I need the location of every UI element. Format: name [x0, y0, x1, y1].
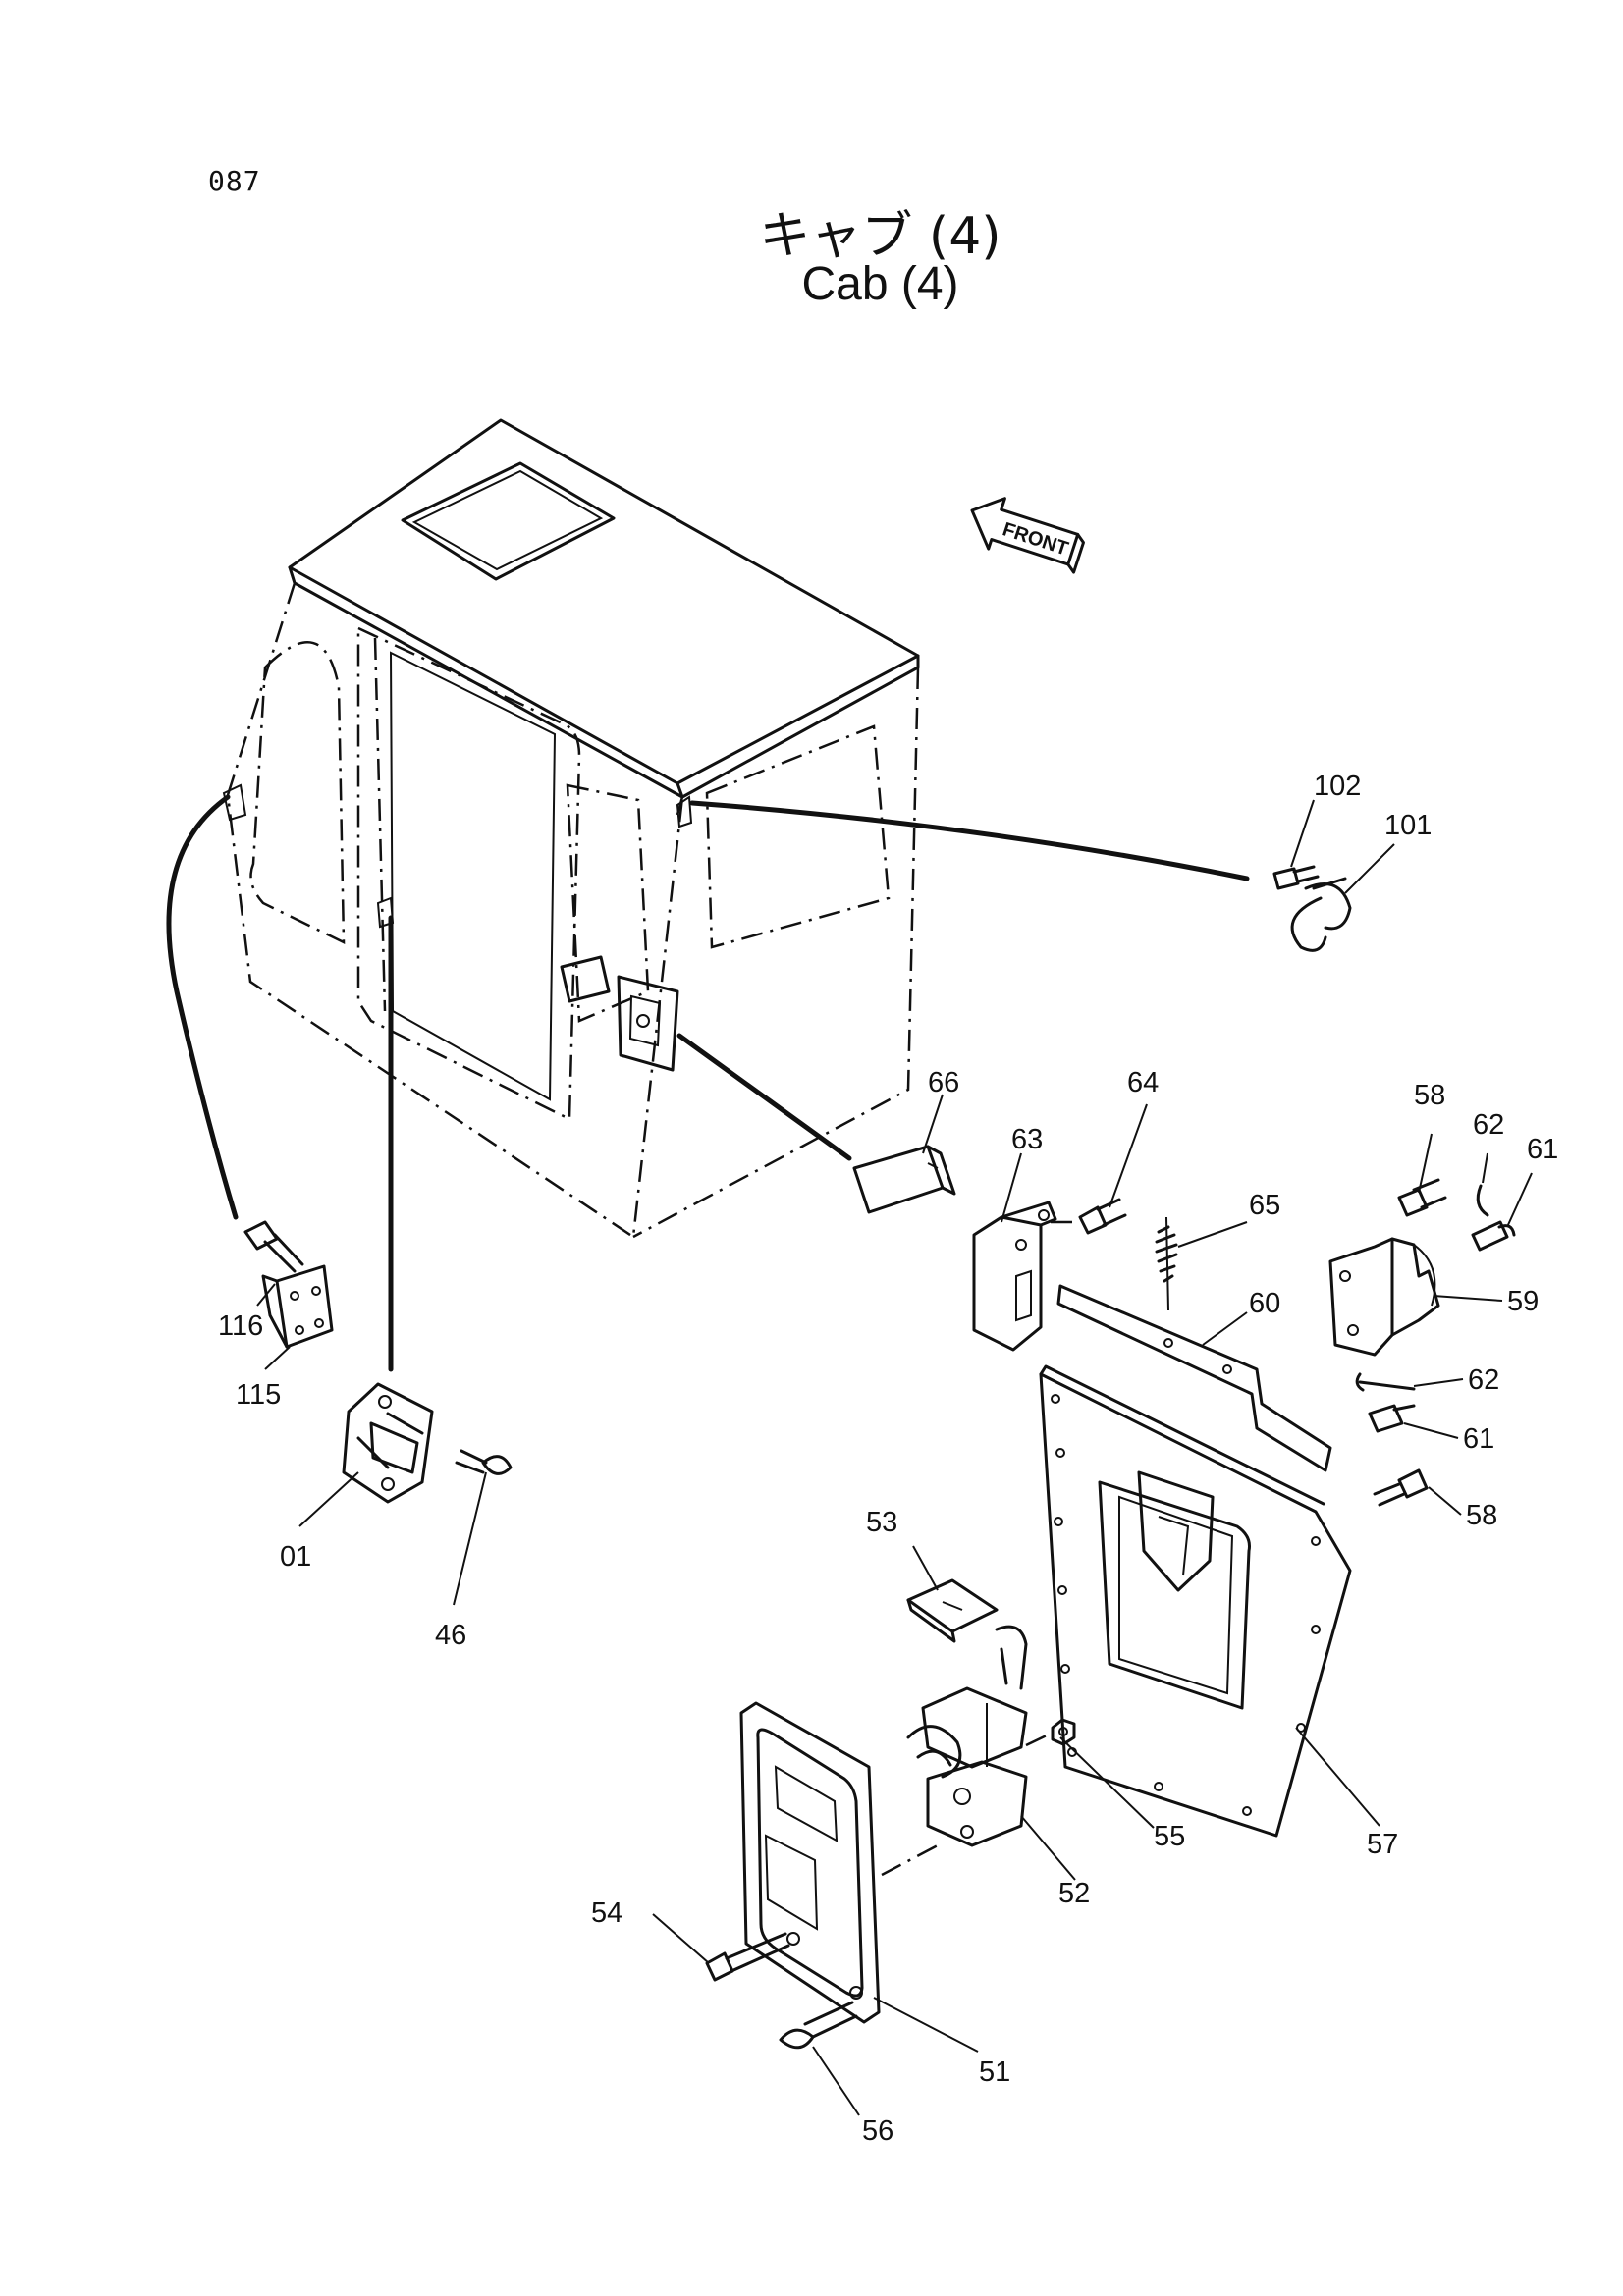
page-code: 087 — [208, 165, 261, 197]
front-direction-arrow: FRONT — [970, 497, 1085, 574]
label-60: 60 — [1249, 1288, 1280, 1319]
part-101-hook — [1290, 877, 1352, 952]
part-53-plate — [906, 1578, 999, 1643]
label-61-upper: 61 — [1527, 1134, 1558, 1165]
part-46-screw — [455, 1449, 513, 1475]
label-66: 66 — [928, 1067, 959, 1098]
part-54-bolt — [705, 1932, 790, 1982]
part-116-bolt — [243, 1220, 304, 1273]
part-59-bracket — [1328, 1237, 1440, 1357]
label-62-lower: 62 — [1468, 1364, 1499, 1396]
part-65-spring — [1155, 1216, 1178, 1311]
label-57: 57 — [1367, 1829, 1398, 1860]
leader-lines — [256, 799, 1533, 2116]
part-62-pin-upper — [1476, 1184, 1489, 1217]
label-53: 53 — [866, 1507, 897, 1538]
part-64-bolt — [1051, 1198, 1127, 1235]
label-58-upper: 58 — [1414, 1080, 1445, 1111]
page-title-japanese: キャブ (4) — [759, 207, 1001, 266]
label-63: 63 — [1011, 1124, 1043, 1155]
part-56-bolt — [779, 2001, 858, 2050]
part-60-rod — [1056, 1284, 1332, 1472]
part-61-pin-upper — [1471, 1220, 1516, 1252]
label-52: 52 — [1058, 1878, 1090, 1909]
label-51: 51 — [979, 2056, 1010, 2088]
part-58-bolt-lower — [1373, 1468, 1429, 1507]
label-01: 01 — [280, 1541, 311, 1573]
label-115: 115 — [236, 1379, 281, 1411]
label-102: 102 — [1314, 771, 1361, 802]
part-102-bolt — [1272, 865, 1320, 890]
part-01-striker — [342, 1382, 434, 1504]
page-title-english: Cab (4) — [801, 258, 959, 310]
label-54: 54 — [591, 1897, 622, 1929]
label-61-lower: 61 — [1463, 1423, 1494, 1455]
part-62-pin-lower — [1355, 1372, 1416, 1392]
label-101: 101 — [1384, 810, 1432, 841]
label-62-upper: 62 — [1473, 1109, 1504, 1141]
label-55: 55 — [1154, 1821, 1185, 1852]
label-64: 64 — [1127, 1067, 1159, 1098]
part-61-pin-lower — [1368, 1404, 1416, 1433]
cab-connection-lines — [166, 794, 1250, 1372]
part-115-bracket — [261, 1264, 334, 1349]
part-57-door-plate — [1039, 1364, 1352, 1838]
part-63-latch-plate — [972, 1201, 1057, 1352]
cab-body — [222, 418, 920, 1240]
part-number-labels: 102 101 116 115 01 46 66 63 64 65 60 58 … — [218, 771, 1558, 2147]
label-65: 65 — [1249, 1190, 1280, 1221]
label-46: 46 — [435, 1620, 466, 1651]
label-56: 56 — [862, 2115, 893, 2147]
part-55-nut — [1025, 1718, 1076, 1747]
part-52-lock — [906, 1625, 1028, 1847]
label-116: 116 — [218, 1310, 263, 1342]
part-51-inner-plate — [739, 1701, 939, 2024]
label-59: 59 — [1507, 1286, 1539, 1317]
part-58-bolt-upper — [1397, 1178, 1447, 1217]
label-58-lower: 58 — [1466, 1500, 1497, 1531]
part-66-pad — [852, 1145, 956, 1214]
